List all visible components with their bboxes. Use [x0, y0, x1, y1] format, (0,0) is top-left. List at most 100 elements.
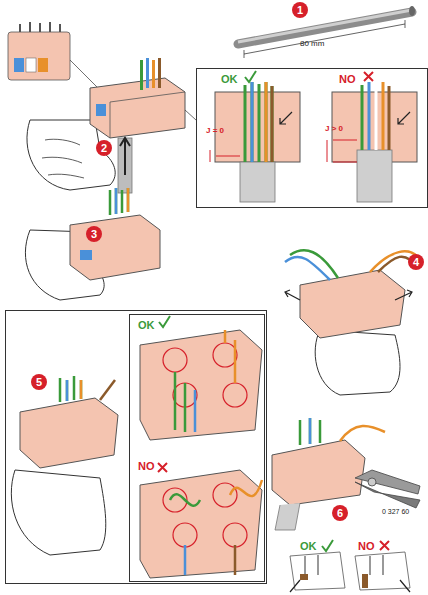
crimp-detail	[251, 82, 254, 162]
trim-detail	[290, 580, 410, 592]
wire-detail	[140, 470, 262, 578]
rj45-connector	[395, 290, 412, 300]
wire-detail	[230, 480, 262, 496]
crimp-detail	[382, 82, 385, 150]
check-mark	[322, 540, 333, 551]
callout-number: 5	[31, 374, 47, 390]
dimension-line	[244, 20, 405, 58]
rj45-connector	[90, 58, 196, 193]
detail-inset	[70, 60, 100, 90]
dimension-label: 80 mm	[300, 40, 324, 48]
inset-frame: OKNO	[129, 314, 265, 582]
wire-detail	[213, 483, 237, 507]
rj45-connector	[300, 418, 320, 445]
detail-inset	[14, 58, 24, 72]
rj45-connector	[70, 215, 160, 280]
rj45-connector	[146, 58, 149, 88]
no-label: NO	[339, 74, 356, 85]
rj45-connector	[272, 440, 365, 505]
crimp-detail	[245, 82, 272, 162]
trim-detail	[290, 552, 345, 590]
rj45-connector	[158, 58, 161, 88]
trim-detail	[300, 574, 308, 580]
trim-detail	[305, 555, 318, 575]
wire-detail	[234, 545, 237, 575]
trim-detail	[290, 552, 410, 592]
crimp-detail	[398, 112, 410, 124]
crimp-detail	[265, 82, 268, 162]
rj45-connector	[100, 380, 115, 400]
cutting-pliers	[368, 478, 376, 486]
rj45-connector	[300, 270, 405, 338]
wire-detail	[140, 330, 262, 578]
rj45-connector	[185, 110, 196, 120]
cross-mark	[158, 72, 389, 550]
crimp-detail	[368, 82, 371, 150]
rj45-connector	[66, 380, 69, 401]
detail-inset	[20, 22, 60, 32]
rj45-connector	[96, 104, 106, 116]
inset-frame: OKNOJ = 0J > 0	[196, 68, 428, 208]
rj45-connector	[127, 188, 130, 212]
rj45-connector	[340, 426, 385, 441]
rj45-connector	[275, 503, 300, 530]
cable	[409, 6, 415, 16]
trim-detail	[362, 574, 368, 588]
rj45-connector	[90, 78, 185, 138]
rj45-connector	[140, 60, 143, 90]
wire-detail	[170, 494, 200, 506]
callout-number: 1	[292, 2, 308, 18]
rj45-connector	[118, 138, 132, 193]
ok-label: OK	[138, 320, 155, 331]
callout-number: 6	[332, 505, 348, 521]
crimp-detail	[357, 150, 392, 202]
wire-detail	[184, 545, 187, 575]
rj45-connector	[290, 250, 338, 278]
wire-detail	[175, 372, 185, 432]
rj45-connector	[309, 418, 312, 444]
crimp-detail	[361, 85, 364, 150]
rj45-connector	[120, 138, 130, 175]
wire-detail	[163, 348, 187, 372]
wire-detail	[223, 383, 247, 407]
callout-number: 2	[96, 140, 112, 156]
crimp-detail	[280, 112, 292, 124]
wire-detail	[194, 390, 197, 432]
check-mark	[159, 316, 170, 327]
wire-detail	[140, 330, 262, 440]
wire-detail	[173, 523, 197, 547]
dimension-line	[244, 50, 245, 58]
rj45-connector	[80, 380, 83, 399]
rj45-connector	[80, 250, 92, 260]
hand	[315, 330, 400, 395]
rj45-connector	[285, 250, 420, 338]
detail-inset	[8, 22, 100, 90]
cross-mark	[364, 72, 373, 81]
crimp-detail	[375, 84, 378, 150]
rj45-connector	[152, 60, 155, 88]
trim-detail	[370, 555, 383, 575]
cross-mark	[380, 541, 389, 550]
wire-detail	[223, 523, 247, 547]
ok-label: OK	[221, 74, 238, 85]
rj45-connector	[70, 188, 160, 280]
ok-label: OK	[300, 541, 317, 552]
crimp-detail	[271, 86, 274, 162]
trim-detail	[355, 552, 410, 590]
hand	[11, 470, 105, 555]
cutting-pliers	[355, 470, 420, 494]
gap-label: J = 0	[206, 127, 224, 135]
crimp-detail	[388, 86, 391, 150]
cable	[238, 10, 412, 42]
crimp-detail	[333, 140, 357, 141]
crimp-detail	[216, 156, 240, 157]
cross-mark	[158, 463, 167, 472]
crimp-detail	[210, 150, 211, 162]
cutting-pliers	[355, 482, 420, 508]
check-mark	[159, 71, 333, 551]
crimp-detail	[240, 162, 275, 202]
hand	[42, 139, 84, 178]
detail-inset	[38, 58, 48, 72]
cutting-pliers	[355, 470, 420, 508]
